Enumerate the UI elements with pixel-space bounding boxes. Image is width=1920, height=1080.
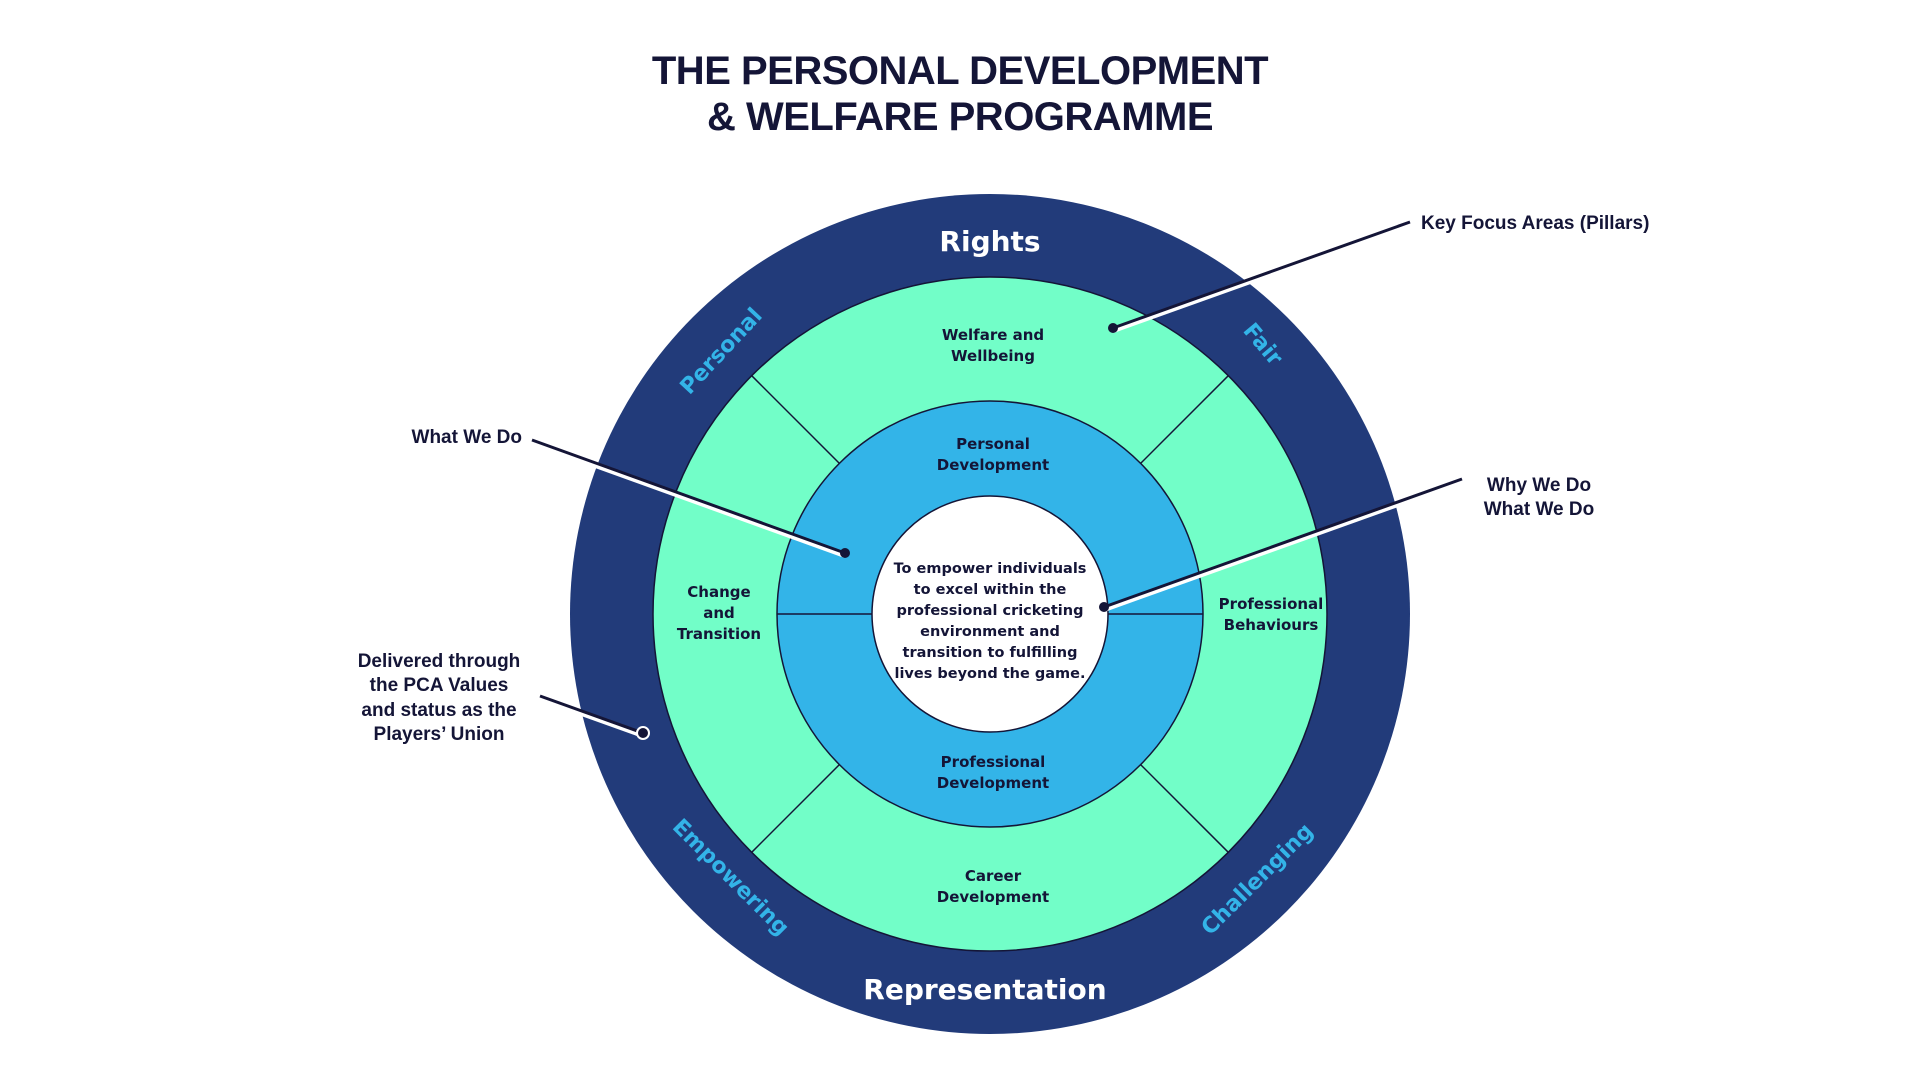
- activity-label-line: Professional: [941, 753, 1046, 771]
- activity-personal-development: Personal Development: [937, 435, 1049, 474]
- representation-label: Representation: [863, 973, 1106, 1006]
- delivered-line: Delivered through: [358, 651, 521, 672]
- title-line-2: & WELFARE PROGRAMME: [706, 95, 1214, 139]
- pillar-label-line: Behaviours: [1224, 616, 1319, 634]
- purpose-line: environment and: [920, 624, 1060, 640]
- callout-why-we-do: Why We Do What We Do: [1099, 475, 1594, 612]
- leader-dot: [1099, 602, 1109, 612]
- leader-dot: [1108, 323, 1118, 333]
- leader-line-halo: [530, 439, 847, 558]
- title-line-1: THE PERSONAL DEVELOPMENT: [651, 49, 1269, 93]
- pillar-label-line: Wellbeing: [951, 347, 1035, 365]
- pillar-label-line: Transition: [677, 625, 761, 643]
- diagram-title: THE PERSONAL DEVELOPMENT & WELFARE PROGR…: [0, 48, 1920, 140]
- pillar-change-transition: Change and Transition: [677, 583, 761, 643]
- activity-label-line: Development: [937, 456, 1049, 474]
- rights-label: Rights: [939, 225, 1040, 258]
- pillar-label-line: and: [703, 604, 735, 622]
- activity-label-line: Development: [937, 774, 1049, 792]
- pillar-divider: [751, 375, 840, 464]
- activity-professional-development: Professional Development: [937, 753, 1049, 792]
- leader-line-halo: [538, 695, 645, 738]
- purpose-circle: [871, 495, 1109, 733]
- pillar-label-line: Career: [965, 867, 1022, 885]
- leader-line-halo: [1111, 221, 1412, 333]
- purpose-line: lives beyond the game.: [894, 666, 1085, 682]
- why-we-do-line: What We Do: [1484, 499, 1594, 520]
- pillar-divider: [1140, 764, 1229, 853]
- leader-dot: [840, 548, 850, 558]
- pillar-label-line: Professional: [1219, 595, 1324, 613]
- key-focus-label: Key Focus Areas (Pillars): [1421, 213, 1649, 234]
- delivered-line: Players’ Union: [374, 724, 505, 745]
- what-we-do-label: What We Do: [412, 427, 522, 448]
- why-we-do-line: Why We Do: [1487, 475, 1591, 496]
- leader-line: [531, 438, 846, 555]
- pillar-divider: [1140, 375, 1229, 464]
- pillar-divider: [751, 764, 840, 853]
- leader-dot: [636, 726, 650, 740]
- delivered-line: the PCA Values: [370, 675, 509, 696]
- activity-label-line: Personal: [956, 435, 1030, 453]
- pillar-welfare-wellbeing: Welfare and Wellbeing: [942, 326, 1044, 365]
- pillar-label-line: Welfare and: [942, 326, 1044, 344]
- callout-what-we-do: What We Do: [412, 427, 850, 558]
- delivered-line: and status as the: [361, 700, 516, 721]
- callout-delivered-through: Delivered through the PCA Values and sta…: [358, 651, 650, 745]
- leader-line-halo: [1102, 478, 1464, 612]
- purpose-line: transition to fulfilling: [903, 645, 1078, 661]
- purpose-line: professional cricketing: [897, 603, 1084, 619]
- pillar-label-line: Change: [687, 583, 750, 601]
- leader-line: [1103, 477, 1463, 609]
- callout-key-focus: Key Focus Areas (Pillars): [1108, 213, 1649, 333]
- leader-line: [1112, 220, 1411, 330]
- pillar-career-development: Career Development: [937, 867, 1049, 906]
- pillar-professional-behaviours: Professional Behaviours: [1219, 595, 1324, 634]
- pillar-label-line: Development: [937, 888, 1049, 906]
- purpose-statement: To empower individuals to excel within t…: [894, 561, 1087, 682]
- purpose-line: to excel within the: [914, 582, 1067, 598]
- leader-line: [539, 694, 644, 735]
- purpose-line: To empower individuals: [894, 561, 1087, 577]
- pillar-dividers: [751, 375, 1229, 853]
